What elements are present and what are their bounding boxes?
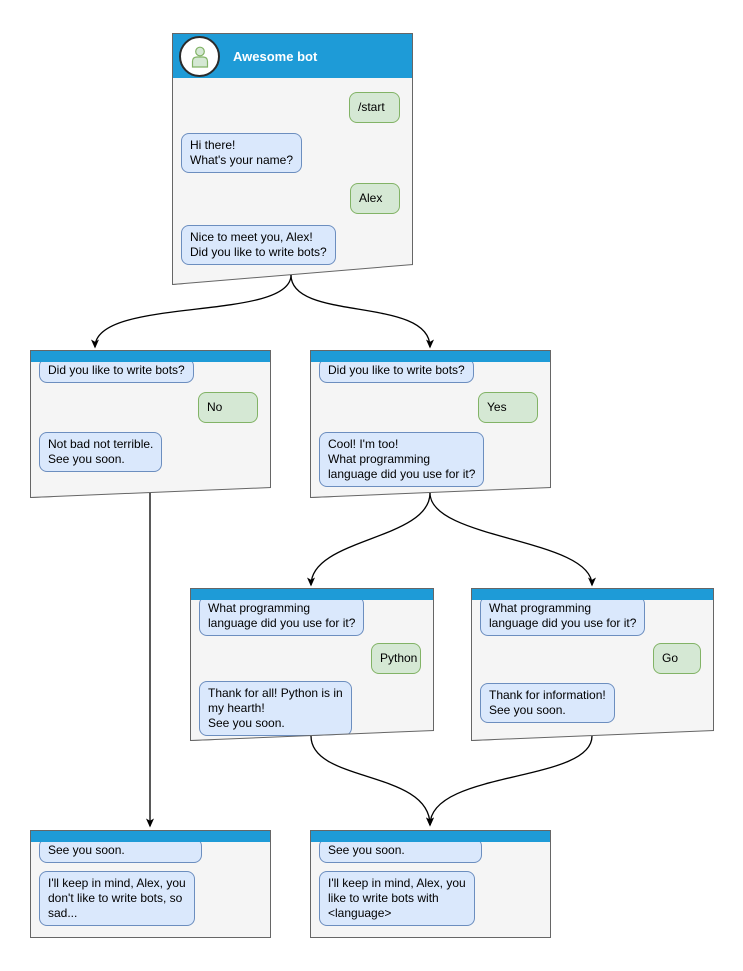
bot-bubble-ask-bots: Nice to meet you, Alex! Did you like to … — [181, 225, 336, 265]
user-bubble-answer-python: Python — [371, 643, 421, 674]
user-bubble-name: Alex — [350, 183, 400, 214]
bot-bubble-see-you-soon: See you soon. — [39, 838, 202, 863]
chat-window-yes-branch: Did you like to write bots? Yes Cool! I'… — [310, 350, 551, 498]
chat-window-go-branch: What programming language did you use fo… — [471, 588, 714, 741]
chat-window-end-no: See you soon. I'll keep in mind, Alex, y… — [30, 830, 271, 938]
chat-header-bar — [311, 351, 550, 362]
chat-header: Awesome bot — [173, 34, 412, 78]
arrow-main-to-yes-branch — [290, 274, 434, 349]
bot-bubble-reply: I'll keep in mind, Alex, you don't like … — [39, 871, 195, 926]
chat-window-main: Awesome bot /start Hi there! What's your… — [172, 33, 413, 285]
bot-bubble-reply: Thank for information! See you soon. — [480, 683, 615, 723]
chat-window-end-yes: See you soon. I'll keep in mind, Alex, y… — [310, 830, 551, 938]
bot-bubble-see-you-soon: See you soon. — [319, 838, 482, 863]
arrow-yes-branch-to-go — [429, 492, 596, 587]
bot-bubble-reply: Cool! I'm too! What programming language… — [319, 432, 484, 487]
chat-messages: Did you like to write bots? No Not bad n… — [31, 362, 270, 472]
user-bubble-start-command: /start — [349, 92, 400, 123]
user-bubble-answer-no: No — [198, 392, 258, 423]
user-bubble-answer-go: Go — [653, 643, 701, 674]
bot-bubble-question: What programming language did you use fo… — [480, 596, 645, 636]
bot-bubble-reply: Not bad not terrible. See you soon. — [39, 432, 162, 472]
chat-messages: Did you like to write bots? Yes Cool! I'… — [311, 362, 550, 487]
bot-title: Awesome bot — [233, 48, 318, 64]
arrow-yes-branch-to-python — [307, 492, 431, 587]
chat-header-bar — [31, 831, 270, 842]
chat-messages: See you soon. I'll keep in mind, Alex, y… — [31, 838, 270, 926]
person-icon — [188, 44, 212, 68]
chat-messages: What programming language did you use fo… — [472, 600, 713, 723]
chat-header-bar — [311, 831, 550, 842]
bot-bubble-question: Did you like to write bots? — [319, 358, 474, 383]
chat-header-bar — [472, 589, 713, 600]
arrow-go-to-end-yes — [426, 735, 593, 827]
bot-bubble-question: What programming language did you use fo… — [199, 596, 364, 636]
chat-messages: What programming language did you use fo… — [191, 600, 433, 736]
bot-bubble-greeting: Hi there! What's your name? — [181, 133, 302, 173]
bot-bubble-reply: Thank for all! Python is in my hearth! S… — [199, 681, 352, 736]
chat-window-no-branch: Did you like to write bots? No Not bad n… — [30, 350, 271, 498]
bot-bubble-question: Did you like to write bots? — [39, 358, 194, 383]
arrow-python-to-end-yes — [310, 735, 434, 827]
chat-messages: See you soon. I'll keep in mind, Alex, y… — [311, 838, 550, 926]
chat-window-python-branch: What programming language did you use fo… — [190, 588, 434, 741]
user-bubble-answer-yes: Yes — [478, 392, 538, 423]
chat-header-bar — [191, 589, 433, 600]
arrow-main-to-no-branch — [91, 274, 292, 349]
chat-messages: /start Hi there! What's your name? Alex … — [173, 78, 412, 265]
chat-header-bar — [31, 351, 270, 362]
bot-bubble-reply: I'll keep in mind, Alex, you like to wri… — [319, 871, 475, 926]
bot-avatar — [179, 36, 220, 77]
